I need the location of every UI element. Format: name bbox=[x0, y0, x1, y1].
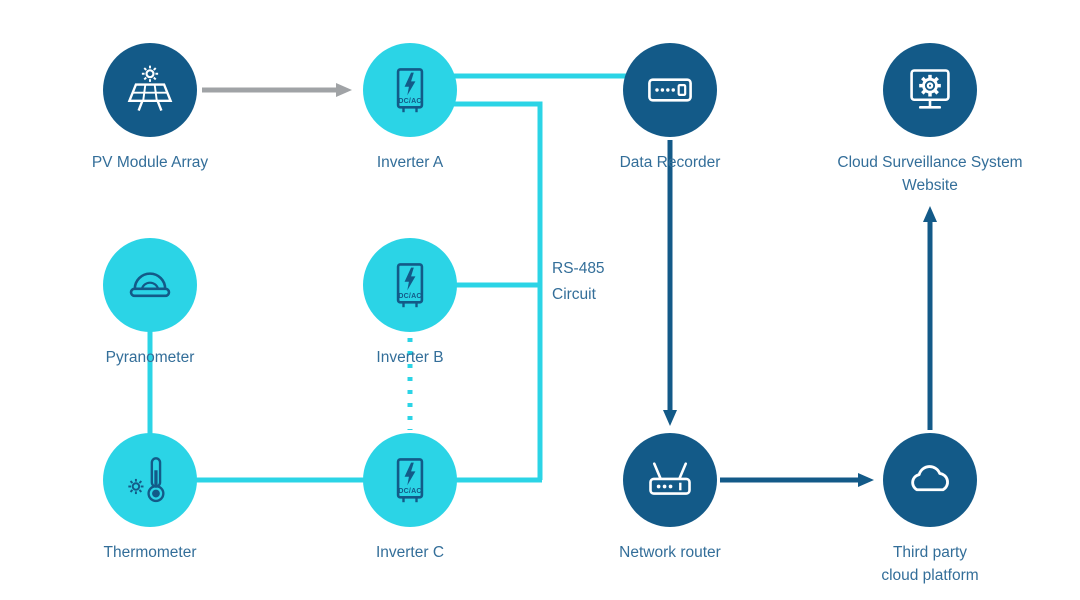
pv-module-array-circle bbox=[103, 43, 197, 137]
cloud-surveillance-label: Cloud Surveillance System Website bbox=[820, 151, 1040, 198]
pyranometer-dome-icon bbox=[129, 272, 171, 298]
inverter-icon: DC/AC bbox=[396, 263, 424, 308]
cloud-surveillance-label-line1: Cloud Surveillance System bbox=[837, 154, 1023, 171]
third-party-cloud-circle bbox=[883, 433, 977, 527]
node-inverter-c: DC/AC Inverter C bbox=[300, 433, 520, 564]
node-network-router: Network router bbox=[560, 433, 780, 564]
inverter-a-circle: DC/AC bbox=[363, 43, 457, 137]
inverter-c-label: Inverter C bbox=[375, 544, 445, 561]
node-cloud-surveillance: Cloud Surveillance System Website bbox=[820, 43, 1040, 198]
third-party-cloud-label: Third party cloud platform bbox=[820, 541, 1040, 588]
svg-text:DC/AC: DC/AC bbox=[398, 293, 421, 300]
node-pyranometer: Pyranometer bbox=[40, 238, 260, 369]
third-party-cloud-label-line2: cloud platform bbox=[881, 567, 979, 585]
node-third-party-cloud: Third party cloud platform bbox=[820, 433, 1040, 588]
thermometer-icon bbox=[128, 457, 165, 503]
inverter-icon: DC/AC bbox=[396, 458, 424, 503]
inverter-b-circle: DC/AC bbox=[363, 238, 457, 332]
pv-module-array-label: PV Module Array bbox=[91, 154, 209, 171]
node-data-recorder: Data Recorder bbox=[560, 43, 780, 174]
pyranometer-circle bbox=[103, 238, 197, 332]
inverter-icon: DC/AC bbox=[396, 68, 424, 113]
svg-text:DC/AC: DC/AC bbox=[398, 98, 421, 105]
third-party-cloud-label-line1: Third party bbox=[892, 544, 968, 561]
thermometer-label: Thermometer bbox=[103, 544, 197, 561]
connector-rs485-bus bbox=[450, 101, 543, 480]
thermometer-circle bbox=[103, 433, 197, 527]
inverter-b-label: Inverter B bbox=[376, 349, 444, 366]
data-recorder-label: Data Recorder bbox=[619, 154, 721, 171]
rs485-circuit-annotation: RS-485 Circuit bbox=[552, 256, 605, 309]
node-thermometer: Thermometer bbox=[40, 433, 260, 564]
cloud-surveillance-label-line2: Website bbox=[902, 177, 958, 195]
cloud-surveillance-circle bbox=[883, 43, 977, 137]
node-inverter-b: DC/AC Inverter B bbox=[300, 238, 520, 369]
cloud-icon bbox=[911, 465, 949, 492]
svg-text:DC/AC: DC/AC bbox=[398, 488, 421, 495]
node-pv-module-array: PV Module Array bbox=[40, 43, 260, 174]
inverter-a-label: Inverter A bbox=[376, 154, 444, 171]
network-router-label: Network router bbox=[619, 544, 721, 561]
data-recorder-icon bbox=[648, 78, 692, 102]
rs485-annotation-line1: RS-485 bbox=[552, 260, 605, 277]
node-inverter-a: DC/AC Inverter A bbox=[300, 43, 520, 174]
rs485-annotation-line2: Circuit bbox=[552, 286, 596, 304]
data-recorder-circle bbox=[623, 43, 717, 137]
router-icon bbox=[649, 462, 691, 495]
inverter-c-circle: DC/AC bbox=[363, 433, 457, 527]
pyranometer-label: Pyranometer bbox=[105, 349, 195, 366]
network-router-circle bbox=[623, 433, 717, 527]
solar-panel-icon bbox=[127, 65, 173, 112]
monitor-gear-icon bbox=[910, 69, 950, 109]
